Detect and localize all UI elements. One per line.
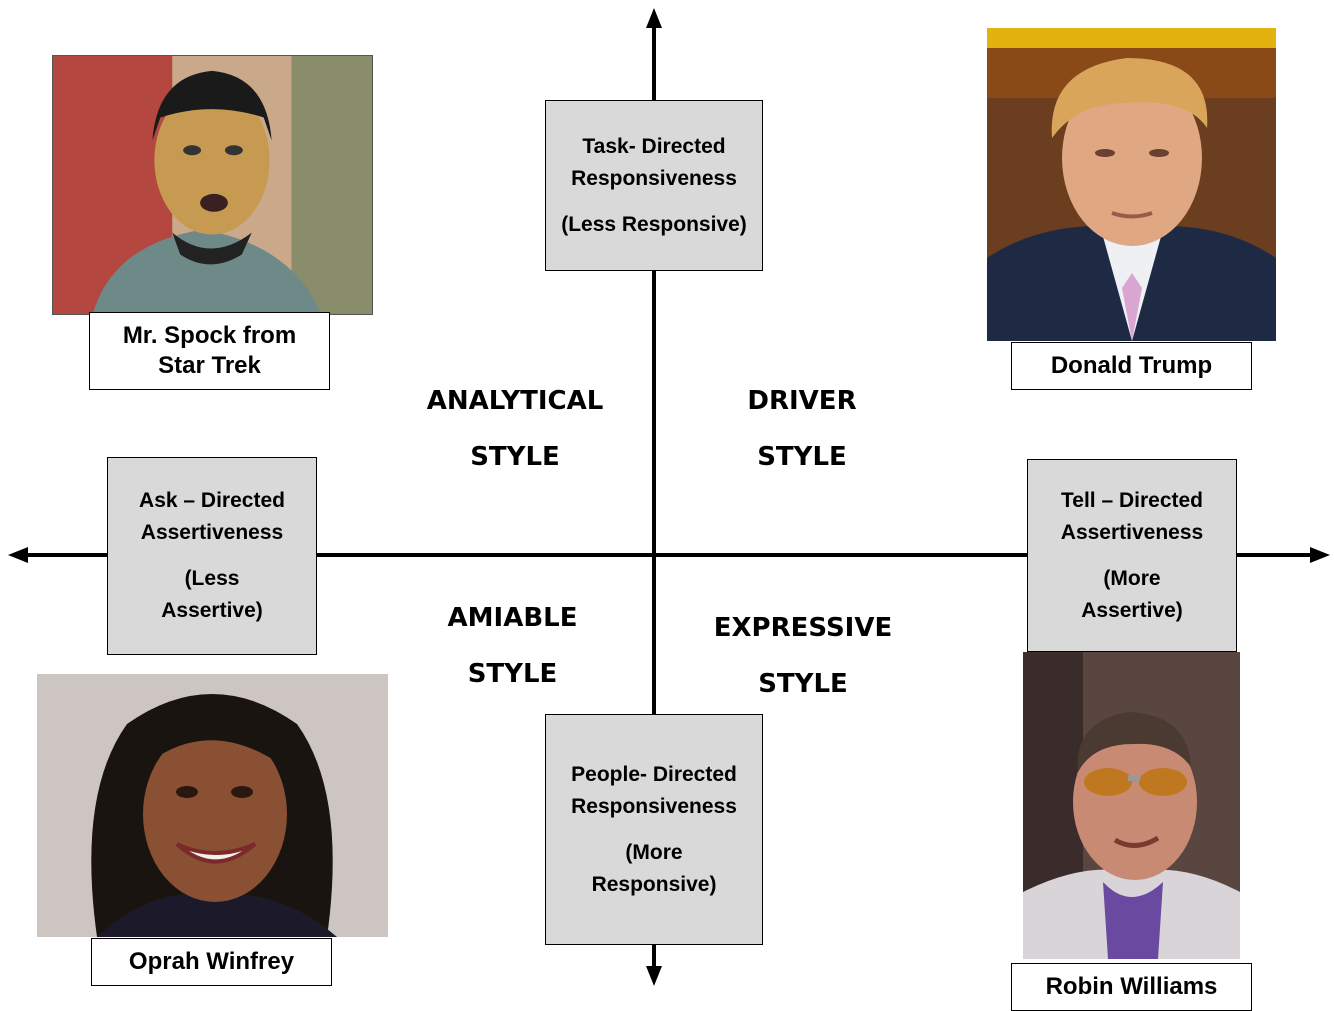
quadrant-label-line1: ANALYTICAL	[426, 386, 604, 416]
axis-box-tell-directed: Tell – Directed Assertiveness (More Asse…	[1027, 459, 1237, 652]
quadrant-label-line2: STYLE	[758, 669, 848, 699]
quadrant-label-line1: DRIVER	[747, 386, 857, 416]
arrow-left-icon	[8, 547, 28, 563]
caption-spock: Mr. Spock from Star Trek	[89, 312, 330, 390]
caption-trump: Donald Trump	[1011, 342, 1252, 390]
caption-oprah: Oprah Winfrey	[91, 938, 332, 986]
quadrant-label-line1: AMIABLE	[447, 603, 578, 633]
axis-subtitle: (Less Assertive)	[161, 567, 263, 622]
axis-title: Tell – Directed Assertiveness	[1060, 488, 1204, 544]
photo-spock	[52, 55, 373, 315]
photo-williams	[1023, 652, 1240, 959]
axis-subtitle: (More Assertive)	[1081, 566, 1183, 622]
quadrant-label-driver: DRIVER STYLE	[712, 386, 892, 472]
quadrant-label-amiable: AMIABLE STYLE	[420, 603, 605, 689]
caption-williams: Robin Williams	[1011, 963, 1252, 1011]
quadrant-label-line2: STYLE	[470, 442, 560, 472]
axis-box-task-directed: Task- Directed Responsiveness (Less Resp…	[545, 100, 763, 271]
axis-subtitle: (Less Responsive)	[561, 212, 747, 236]
quadrant-label-analytical: ANALYTICAL STYLE	[410, 386, 620, 472]
axis-title: Ask – Directed Assertiveness	[139, 489, 285, 544]
axis-box-ask-directed: Ask – Directed Assertiveness (Less Asser…	[107, 457, 317, 655]
photo-oprah	[37, 674, 388, 937]
quadrant-label-line2: STYLE	[467, 659, 558, 689]
arrow-right-icon	[1310, 547, 1330, 563]
axis-subtitle: (More Responsive)	[591, 840, 717, 896]
axis-title: People- Directed Responsiveness	[571, 762, 737, 818]
quadrant-label-line2: STYLE	[757, 442, 847, 472]
axis-box-people-directed: People- Directed Responsiveness (More Re…	[545, 714, 763, 945]
photo-trump	[987, 28, 1276, 341]
quadrant-label-expressive: EXPRESSIVE STYLE	[698, 613, 908, 699]
arrow-up-icon	[646, 8, 662, 28]
quadrant-label-line1: EXPRESSIVE	[713, 613, 893, 643]
axis-title: Task- Directed Responsiveness	[571, 134, 737, 190]
arrow-down-icon	[646, 966, 662, 986]
